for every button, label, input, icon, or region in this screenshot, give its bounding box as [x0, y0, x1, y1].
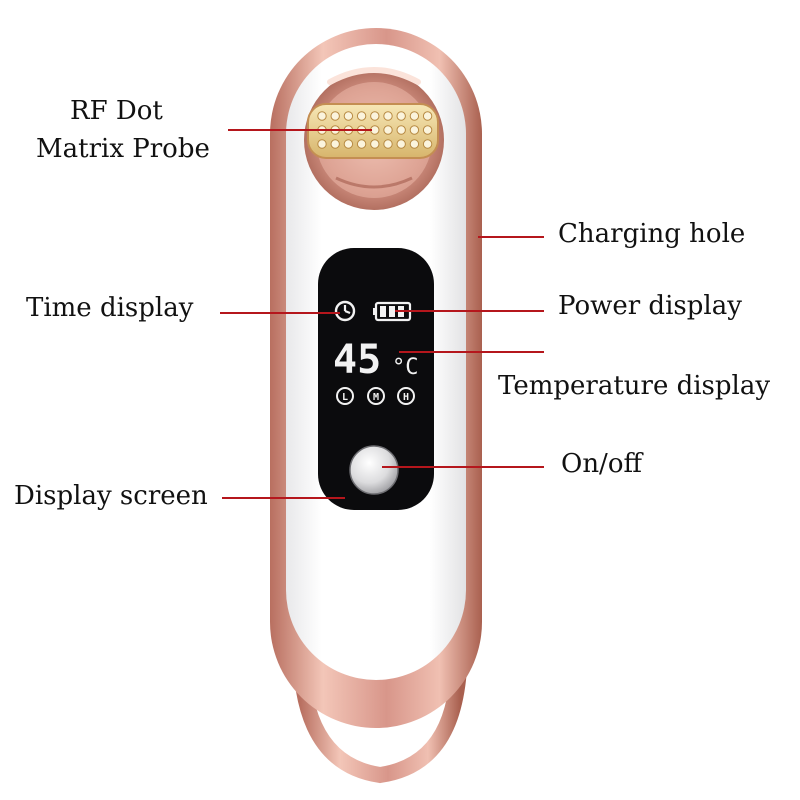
clock-icon: [334, 300, 356, 322]
probe-dot: [383, 139, 393, 149]
probe-dot: [343, 139, 354, 149]
probe-dot: [422, 111, 433, 121]
rf-probe-head: [304, 67, 444, 210]
probe-dot: [422, 139, 433, 149]
label-rf-dot: RF Dot: [70, 96, 163, 126]
probe-dot: [370, 111, 380, 121]
mode-low-label: L: [342, 392, 348, 403]
display-screen: 45 °C L M H: [318, 248, 434, 510]
mode-high-label: H: [403, 392, 409, 403]
leader-lines: [220, 129, 544, 499]
power-button[interactable]: [349, 445, 399, 495]
label-charging-hole: Charging hole: [558, 219, 746, 249]
temperature-unit: °C: [392, 355, 419, 380]
probe-dot: [383, 111, 393, 121]
probe-dot: [409, 139, 420, 149]
probe-dot: [396, 125, 406, 135]
probe-dot: [409, 125, 420, 135]
probe-dot: [343, 111, 354, 121]
mode-medium-icon: M: [367, 387, 385, 405]
probe-dot: [330, 111, 340, 121]
probe-dot: [396, 111, 406, 121]
probe-dot: [370, 139, 380, 149]
probe-dot: [317, 111, 327, 121]
mode-high-icon: H: [397, 387, 415, 405]
temperature-value: 45: [333, 337, 381, 383]
probe-dot: [356, 139, 367, 149]
label-on-off: On/off: [561, 449, 642, 479]
label-power-display: Power display: [558, 291, 742, 321]
probe-dot: [330, 139, 340, 149]
mode-medium-label: M: [373, 392, 379, 403]
mode-low-icon: L: [336, 387, 354, 405]
probe-dot: [356, 111, 367, 121]
label-matrix-probe: Matrix Probe: [36, 134, 210, 164]
probe-dot: [409, 111, 420, 121]
probe-dot: [317, 139, 327, 149]
label-time-display: Time display: [26, 293, 194, 323]
probe-dot: [383, 125, 393, 135]
label-temperature-display: Temperature display: [498, 371, 771, 401]
probe-dot: [422, 125, 433, 135]
probe-dot: [396, 139, 406, 149]
label-display-screen: Display screen: [14, 481, 208, 511]
